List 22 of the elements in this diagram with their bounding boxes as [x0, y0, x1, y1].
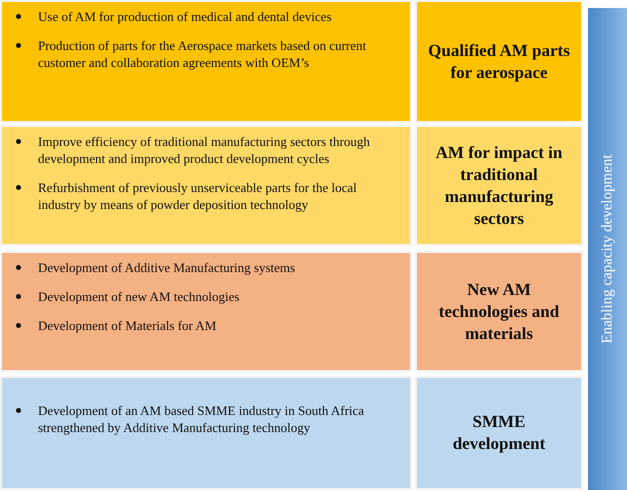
bullet-item: Use of AM for production of medical and dental devices: [38, 9, 332, 24]
heading-panel: [415, 0, 583, 123]
heading-panel: [415, 376, 583, 490]
bullet-item: Production of parts for the Aerospace markets based on current customer and collaboration agreements with OEM’s: [38, 38, 366, 70]
panel-heading: SMME development: [452, 411, 546, 455]
bullet-item: Refurbishment of previously unserviceable parts for the local industry by means of powder deposition technology: [38, 180, 357, 212]
bullet-panel: [0, 376, 412, 490]
vertical-label: Enabling capacity development: [599, 154, 616, 344]
panel-heading: Qualified AM parts for aerospace: [427, 40, 571, 84]
bullet-item: Development of Materials for AM: [38, 318, 216, 333]
bullet-item: Development of new AM technologies: [38, 289, 240, 304]
bullet-item: Development of an AM based SMME industry in South Africa strengthened by Additive Manufacturing technology: [38, 403, 364, 435]
panel-heading: AM for impact in traditional manufacturing sectors: [434, 142, 564, 230]
heading-panel: [415, 125, 583, 246]
bullet-panel: [0, 0, 412, 123]
bullet-item: Development of Additive Manufacturing systems: [38, 260, 296, 275]
side-bar: [588, 8, 627, 490]
bullet-item: Improve efficiency of traditional manufacturing sectors through development and improved product development cycles: [38, 134, 370, 166]
bullet-panel: [0, 251, 412, 372]
bullet-panel: [0, 125, 412, 246]
panel-heading: New AM technologies and materials: [438, 278, 560, 344]
heading-panel: [415, 251, 583, 372]
